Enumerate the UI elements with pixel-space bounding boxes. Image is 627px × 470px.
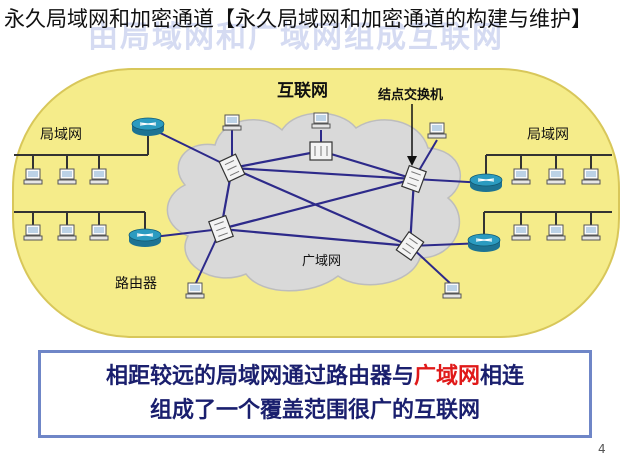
summary-line-1: 相距较远的局域网通过路由器与广域网相连 xyxy=(106,360,524,394)
router-label: 路由器 xyxy=(115,276,157,292)
summary-box: 相距较远的局域网通过路由器与广域网相连 组成了一个覆盖范围很广的互联网 xyxy=(38,350,592,438)
page-number: 4 xyxy=(598,442,606,456)
summary-line-1-before: 相距较远的局域网通过路由器与 xyxy=(105,364,414,389)
switch-label-arrow xyxy=(407,104,417,166)
faded-banner: 由局域网和广域网组成互联网 xyxy=(88,20,504,55)
internet-cloud xyxy=(166,112,462,292)
wan-label: 广域网 xyxy=(302,254,341,269)
lan-left-label: 局域网 xyxy=(40,127,82,143)
cloud-title: 互联网 xyxy=(277,81,328,101)
summary-line-1-after: 相连 xyxy=(480,364,525,389)
page-caption: 永久局域网和加密通道【永久局域网和加密通道的构建与维护】 xyxy=(4,7,592,31)
summary-highlight: 广域网 xyxy=(413,364,480,389)
summary-line-2: 组成了一个覆盖范围很广的互联网 xyxy=(149,398,480,423)
lan-right-label: 局域网 xyxy=(527,127,569,143)
switch-label: 结点交换机 xyxy=(378,87,443,103)
left-lan-bus xyxy=(14,127,149,238)
